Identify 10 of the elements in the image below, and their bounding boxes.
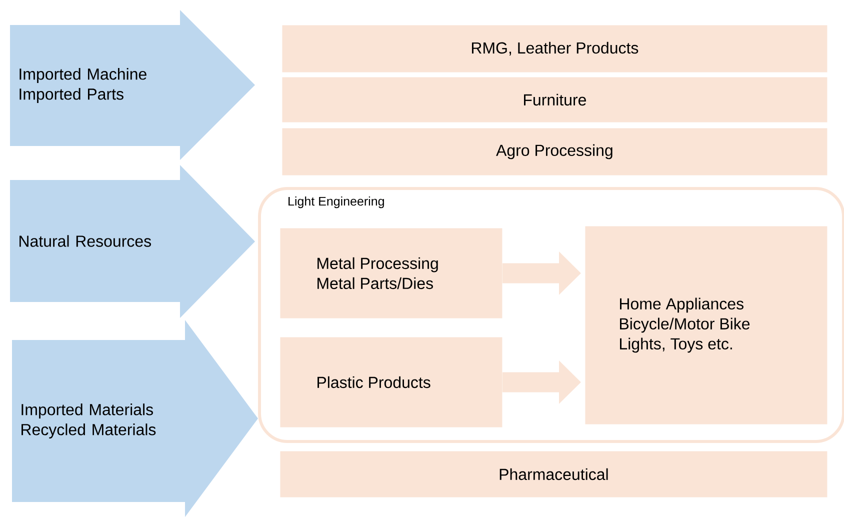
pointed-banner: Natural Resources: [10, 165, 255, 318]
sector-box: Home Appliances Bicycle/Motor Bike Lights, Toys etc.: [585, 226, 828, 424]
sector-box: Pharmaceutical: [280, 451, 828, 498]
sector-box: Agro Processing: [282, 128, 828, 176]
pointed-banner: Imported Materials Recycled Materials: [12, 320, 258, 517]
sector-box: RMG, Leather Products: [282, 25, 828, 72]
sector-box: Plastic Products: [280, 337, 502, 428]
sector-box: Metal Processing Metal Parts/Dies: [280, 228, 502, 318]
sector-box: Furniture: [282, 77, 828, 122]
pointed-banner: Imported Machine Imported Parts: [10, 10, 255, 160]
